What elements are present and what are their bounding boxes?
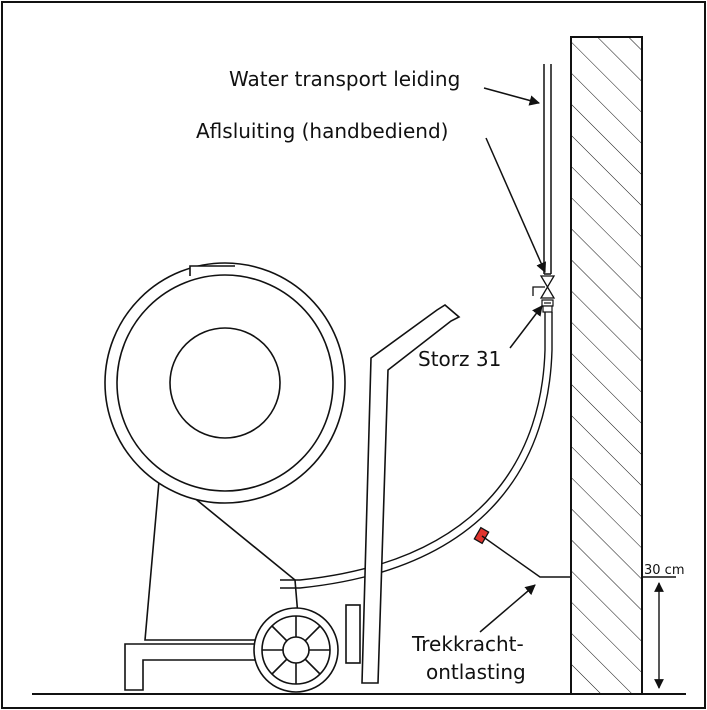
wall: [570, 36, 643, 695]
hose-reel-entry: [280, 579, 300, 589]
shutoff-valve-icon: [532, 275, 556, 299]
coupling-leader: [509, 305, 543, 349]
water-supply-pipe: [543, 64, 552, 275]
label-strain-relief-line1: Trekkracht-: [411, 632, 524, 656]
strain-relief-leader: [479, 584, 536, 633]
height-dimension: [642, 576, 676, 689]
label-shutoff-valve: Aflsluiting (handbediend): [196, 119, 448, 143]
shutoff-valve-leader: [485, 137, 546, 273]
label-strain-relief-line2: ontlasting: [426, 660, 526, 684]
storz-coupling-icon: [541, 299, 554, 313]
strain-relief-tie: [481, 535, 571, 578]
label-height-dimension: 30 cm: [644, 563, 685, 578]
hose-reel-trolley: [104, 262, 461, 693]
label-water-pipe: Water transport leiding: [229, 67, 460, 91]
leader-arrows: [479, 87, 546, 633]
label-storz-coupling: Storz 31: [418, 347, 501, 371]
water-pipe-leader: [483, 87, 541, 106]
strain-relief-clamp: [473, 526, 490, 545]
